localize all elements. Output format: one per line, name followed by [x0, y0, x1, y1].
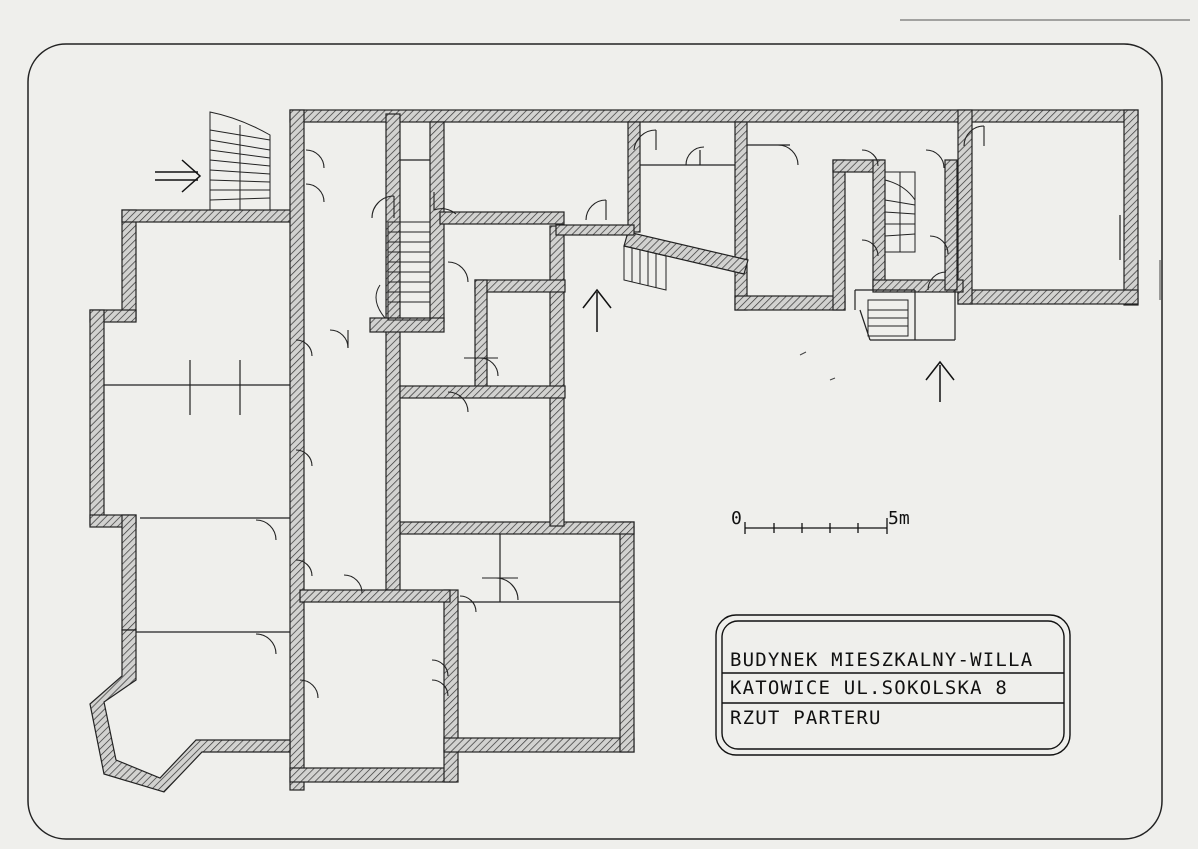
stairs-central: [375, 221, 431, 321]
arrow-up-icon: [582, 288, 612, 332]
stairs-middle: [623, 245, 667, 291]
title-address: KATOWICE UL.SOKOLSKA 8: [730, 677, 1009, 699]
door-swings: [255, 125, 985, 699]
arrow-right-icon: [155, 159, 202, 193]
stairs-spiral: [884, 171, 916, 253]
scale-start-label: 0: [731, 508, 742, 529]
stairs-rear: [867, 299, 909, 337]
sheet-border: [27, 43, 1163, 840]
scale-end-label: 5m: [888, 508, 910, 529]
stray-marks: [799, 260, 1161, 381]
title-building-type: BUDYNEK MIESZKALNY-WILLA: [730, 649, 1034, 671]
scale-bar: [744, 518, 888, 534]
exterior-walls: [89, 109, 1139, 793]
title-block-frame: [715, 614, 1071, 756]
title-drawing-name: RZUT PARTERU: [730, 707, 882, 729]
stairs-main-entrance: [209, 111, 271, 211]
arrow-up-icon-rear: [925, 360, 955, 402]
title-block: BUDYNEK MIESZKALNY-WILLA KATOWICE UL.SOK…: [716, 615, 1070, 755]
